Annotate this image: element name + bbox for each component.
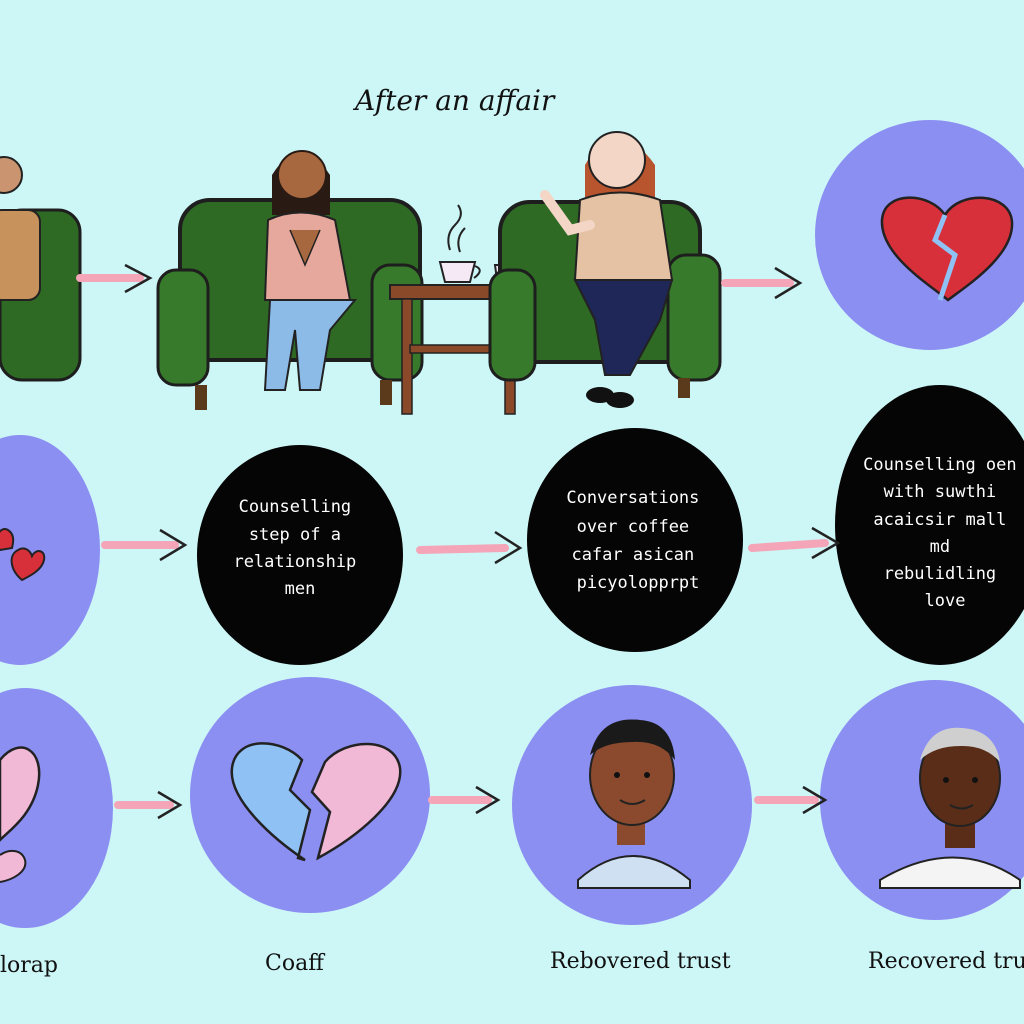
broken-heart-circle xyxy=(815,120,1024,350)
person-avatar-icon xyxy=(512,685,752,925)
arrow-icon xyxy=(76,263,153,294)
bubble-1-line-4: men xyxy=(285,579,316,599)
arrow-icon xyxy=(101,528,188,562)
arrow-icon xyxy=(428,785,501,815)
caption-1: lorap xyxy=(0,953,58,978)
speech-bubble-1: Counselling step of a relationship men xyxy=(197,445,403,665)
arrow-icon xyxy=(754,785,828,815)
bubble-2-line-4: picyolopprpt xyxy=(577,573,700,593)
bubble-3-line-2: with suwthi xyxy=(884,482,997,502)
half-heart-circle xyxy=(0,688,113,928)
caption-2: Coaff xyxy=(265,951,325,976)
woman-right xyxy=(540,131,674,408)
speech-bubble-2: Conversations over coffee cafar asican p… xyxy=(527,428,743,652)
coffee-cup-icon xyxy=(438,204,481,283)
caption-3: Rebovered trust xyxy=(550,949,731,974)
arrow-icon xyxy=(721,266,803,300)
bubble-3-line-6: love xyxy=(925,591,966,611)
svg-text:Counselling oen with suw: Counselling oen with suwthi acaicsir mal… xyxy=(863,455,1024,611)
left-partial-scene xyxy=(0,156,82,382)
person-avatar-icon xyxy=(820,680,1024,920)
svg-text:Conversations over coffe: Conversations over coffee cafar asican p… xyxy=(566,488,709,593)
svg-text:Counselling step of a: Counselling step of a relationship men xyxy=(233,497,366,599)
bubble-2-line-1: Conversations xyxy=(566,488,699,508)
arrow-icon xyxy=(114,790,183,820)
speech-bubble-3: Counselling oen with suwthi acaicsir mal… xyxy=(835,385,1024,665)
woman-left xyxy=(263,150,358,391)
bubble-2-line-2: over coffee xyxy=(577,517,690,537)
caption-4: Recovered trus xyxy=(868,949,1024,974)
broken-heart-icon xyxy=(190,677,430,913)
bubble-2-line-3: cafar asican xyxy=(571,545,694,565)
bubble-3-line-3: acaicsir mall xyxy=(873,510,1006,530)
page-title: After an affair xyxy=(352,84,556,117)
bubble-3-line-4: md xyxy=(930,537,950,557)
hearts-circle-left xyxy=(0,435,100,665)
bubble-3-line-5: rebulidling xyxy=(884,564,997,584)
bubble-1-line-1: Counselling xyxy=(239,497,352,517)
bubble-1-line-2: step of a xyxy=(249,525,341,545)
bubble-3-line-1: Counselling oen xyxy=(863,455,1017,475)
arrow-icon xyxy=(416,530,523,565)
bubble-1-line-3: relationship xyxy=(233,552,356,572)
arrow-icon xyxy=(748,526,841,560)
